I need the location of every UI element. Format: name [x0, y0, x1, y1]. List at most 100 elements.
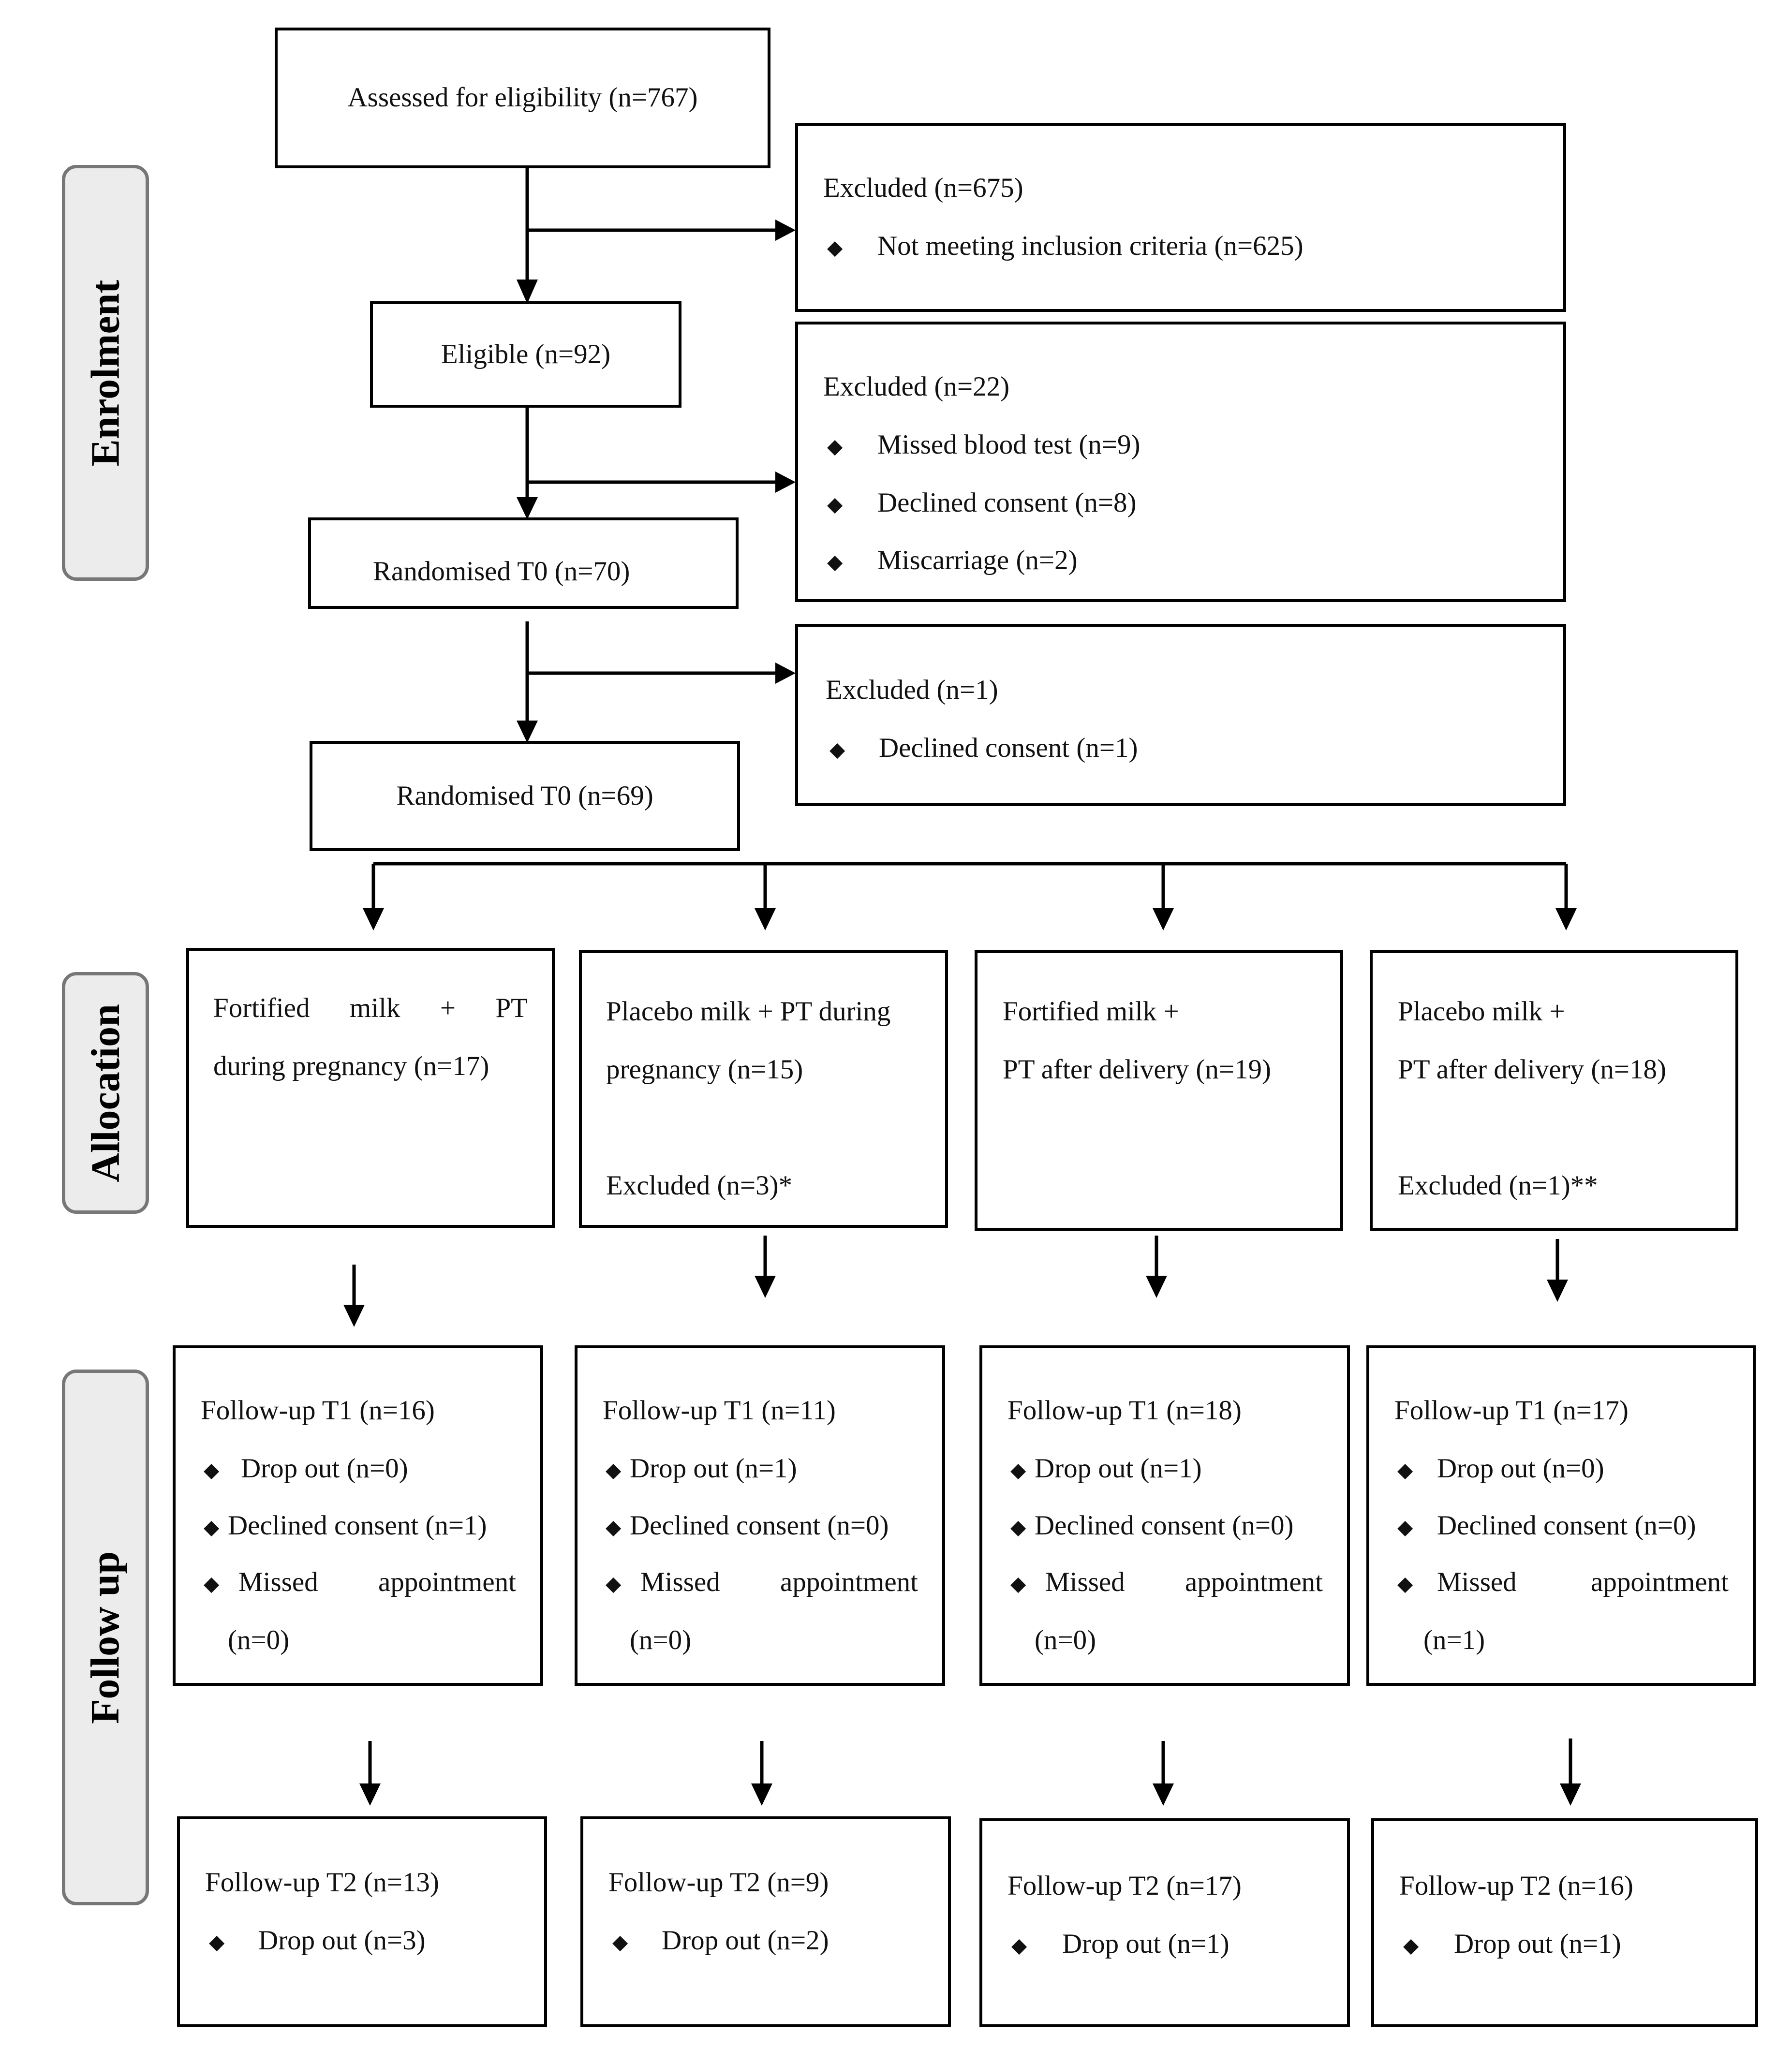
t2-3-title: Follow-up T2 (n=17)	[1007, 1871, 1242, 1901]
arrow-down-icon	[1153, 1783, 1174, 1806]
bullet-diamond-icon: ◆	[1010, 1573, 1026, 1595]
bullet-diamond-icon: ◆	[1397, 1459, 1413, 1482]
allocation-1-word: PT	[495, 993, 528, 1023]
excluded-box-2: Excluded (n=22) ◆ Missed blood test (n=9…	[795, 322, 1566, 602]
phase-label-allocation: Allocation	[62, 972, 149, 1214]
excluded-1-item: Not meeting inclusion criteria (n=625)	[877, 231, 1303, 261]
eligible-label: Eligible (n=92)	[441, 339, 611, 369]
bullet-diamond-icon: ◆	[204, 1517, 220, 1539]
follow-up-t1-box-4: Follow-up T1 (n=17) ◆ Drop out (n=0) ◆ D…	[1366, 1345, 1756, 1686]
arrow-down-icon	[751, 1783, 772, 1806]
allocation-1-word: Fortified	[213, 993, 310, 1023]
excluded-2-item: Miscarriage (n=2)	[877, 545, 1078, 575]
allocation-box-fortified-pregnancy: Fortified milk + PT during pregnancy (n=…	[186, 948, 555, 1228]
t1-1-drop-out: Drop out (n=0)	[241, 1453, 408, 1484]
allocation-3-line-2: PT after delivery (n=19)	[1003, 1054, 1271, 1085]
arrow-down-icon	[359, 1783, 381, 1806]
t1-1-missed-n: (n=0)	[228, 1625, 290, 1655]
t2-1-title: Follow-up T2 (n=13)	[205, 1867, 439, 1898]
allocation-1-line-2: during pregnancy (n=17)	[213, 1051, 489, 1081]
allocation-box-placebo-delivery: Placebo milk + PT after delivery (n=18) …	[1370, 950, 1738, 1231]
bullet-diamond-icon: ◆	[204, 1459, 220, 1482]
excluded-box-1: Excluded (n=675) ◆ Not meeting inclusion…	[795, 123, 1566, 312]
arrow-down-icon	[343, 1305, 365, 1327]
bullet-diamond-icon: ◆	[1397, 1517, 1413, 1539]
bullet-diamond-icon: ◆	[827, 436, 843, 458]
follow-up-t2-box-2: Follow-up T2 (n=9) ◆ Drop out (n=2)	[580, 1816, 951, 2027]
t1-2-declined: Declined consent (n=0)	[630, 1510, 889, 1541]
t1-2-title: Follow-up T1 (n=11)	[603, 1395, 836, 1426]
randomised-box-1: Randomised T0 (n=70)	[308, 517, 739, 609]
bullet-diamond-icon: ◆	[204, 1573, 220, 1595]
follow-up-t1-box-1: Follow-up T1 (n=16) ◆ Drop out (n=0) ◆ D…	[173, 1345, 543, 1686]
t2-2-drop-out: Drop out (n=2)	[662, 1925, 829, 1956]
t1-2-missed-word: Missed	[640, 1567, 720, 1597]
t2-3-drop-out: Drop out (n=1)	[1062, 1929, 1229, 1959]
t1-3-title: Follow-up T1 (n=18)	[1007, 1395, 1242, 1426]
t1-1-declined: Declined consent (n=1)	[228, 1510, 487, 1541]
bullet-diamond-icon: ◆	[1403, 1935, 1419, 1957]
bullet-diamond-icon: ◆	[612, 1931, 628, 1954]
arrow-down-icon	[1146, 1276, 1167, 1298]
t1-3-missed-word: appointment	[1185, 1567, 1323, 1597]
allocation-2-line-2: pregnancy (n=15)	[606, 1054, 803, 1085]
arrow-right-icon	[775, 471, 796, 493]
t1-4-drop-out: Drop out (n=0)	[1437, 1453, 1604, 1484]
t1-3-declined: Declined consent (n=0)	[1035, 1510, 1294, 1541]
randomised-box-2: Randomised T0 (n=69)	[310, 741, 740, 851]
bullet-diamond-icon: ◆	[1397, 1573, 1413, 1595]
allocation-2-excluded: Excluded (n=3)*	[606, 1170, 793, 1201]
allocation-4-line-2: PT after delivery (n=18)	[1398, 1054, 1666, 1085]
t1-3-missed-word: Missed	[1045, 1567, 1125, 1597]
bullet-diamond-icon: ◆	[606, 1459, 622, 1482]
bullet-diamond-icon: ◆	[827, 494, 843, 516]
t2-4-drop-out: Drop out (n=1)	[1454, 1929, 1621, 1959]
excluded-box-3: Excluded (n=1) ◆ Declined consent (n=1)	[795, 624, 1566, 806]
assessed-box: Assessed for eligibility (n=767)	[275, 28, 770, 168]
excluded-1-title: Excluded (n=675)	[823, 173, 1023, 203]
bullet-diamond-icon: ◆	[827, 551, 843, 574]
randomised-1-label: Randomised T0 (n=70)	[373, 556, 630, 587]
allocation-4-excluded: Excluded (n=1)**	[1398, 1170, 1598, 1201]
bullet-diamond-icon: ◆	[827, 237, 843, 259]
t1-1-missed-word: Missed	[238, 1567, 318, 1597]
allocation-box-placebo-pregnancy: Placebo milk + PT during pregnancy (n=15…	[579, 950, 948, 1228]
follow-up-t2-box-4: Follow-up T2 (n=16) ◆ Drop out (n=1)	[1371, 1818, 1758, 2027]
t1-2-drop-out: Drop out (n=1)	[630, 1453, 797, 1484]
arrow-down-icon	[517, 280, 538, 304]
allocation-1-word: milk	[349, 993, 400, 1023]
follow-up-t2-box-1: Follow-up T2 (n=13) ◆ Drop out (n=3)	[177, 1816, 547, 2027]
allocation-4-line-1: Placebo milk +	[1398, 996, 1565, 1027]
randomised-2-label: Randomised T0 (n=69)	[396, 780, 653, 811]
t1-1-missed-word: appointment	[378, 1567, 516, 1597]
excluded-2-title: Excluded (n=22)	[823, 371, 1010, 402]
allocation-box-fortified-delivery: Fortified milk + PT after delivery (n=19…	[975, 950, 1343, 1231]
t2-2-title: Follow-up T2 (n=9)	[608, 1867, 829, 1898]
bullet-diamond-icon: ◆	[829, 739, 845, 761]
excluded-2-item: Missed blood test (n=9)	[877, 429, 1140, 460]
arrow-down-icon	[1153, 908, 1174, 930]
allocation-1-word: +	[440, 993, 456, 1023]
arrow-down-icon	[755, 908, 776, 930]
t1-2-missed-n: (n=0)	[630, 1625, 692, 1655]
excluded-2-item: Declined consent (n=8)	[877, 487, 1137, 518]
excluded-3-item: Declined consent (n=1)	[879, 733, 1138, 763]
bullet-diamond-icon: ◆	[606, 1573, 622, 1595]
excluded-3-title: Excluded (n=1)	[826, 675, 998, 705]
arrow-down-icon	[517, 721, 538, 743]
eligible-box: Eligible (n=92)	[370, 301, 681, 408]
t1-3-missed-n: (n=0)	[1035, 1625, 1096, 1655]
phase-label-enrolment: Enrolment	[62, 165, 149, 581]
follow-up-t1-box-2: Follow-up T1 (n=11) ◆ Drop out (n=1) ◆ D…	[575, 1345, 945, 1686]
t2-1-drop-out: Drop out (n=3)	[258, 1925, 426, 1956]
t2-4-title: Follow-up T2 (n=16)	[1399, 1871, 1633, 1901]
t1-3-drop-out: Drop out (n=1)	[1035, 1453, 1202, 1484]
follow-up-t1-box-3: Follow-up T1 (n=18) ◆ Drop out (n=1) ◆ D…	[979, 1345, 1350, 1686]
arrow-down-icon	[755, 1276, 776, 1298]
arrow-right-icon	[775, 663, 796, 684]
bullet-diamond-icon: ◆	[1010, 1517, 1026, 1539]
t1-4-missed-n: (n=1)	[1423, 1625, 1485, 1655]
t1-4-title: Follow-up T1 (n=17)	[1394, 1395, 1629, 1426]
arrow-down-icon	[1555, 908, 1577, 930]
